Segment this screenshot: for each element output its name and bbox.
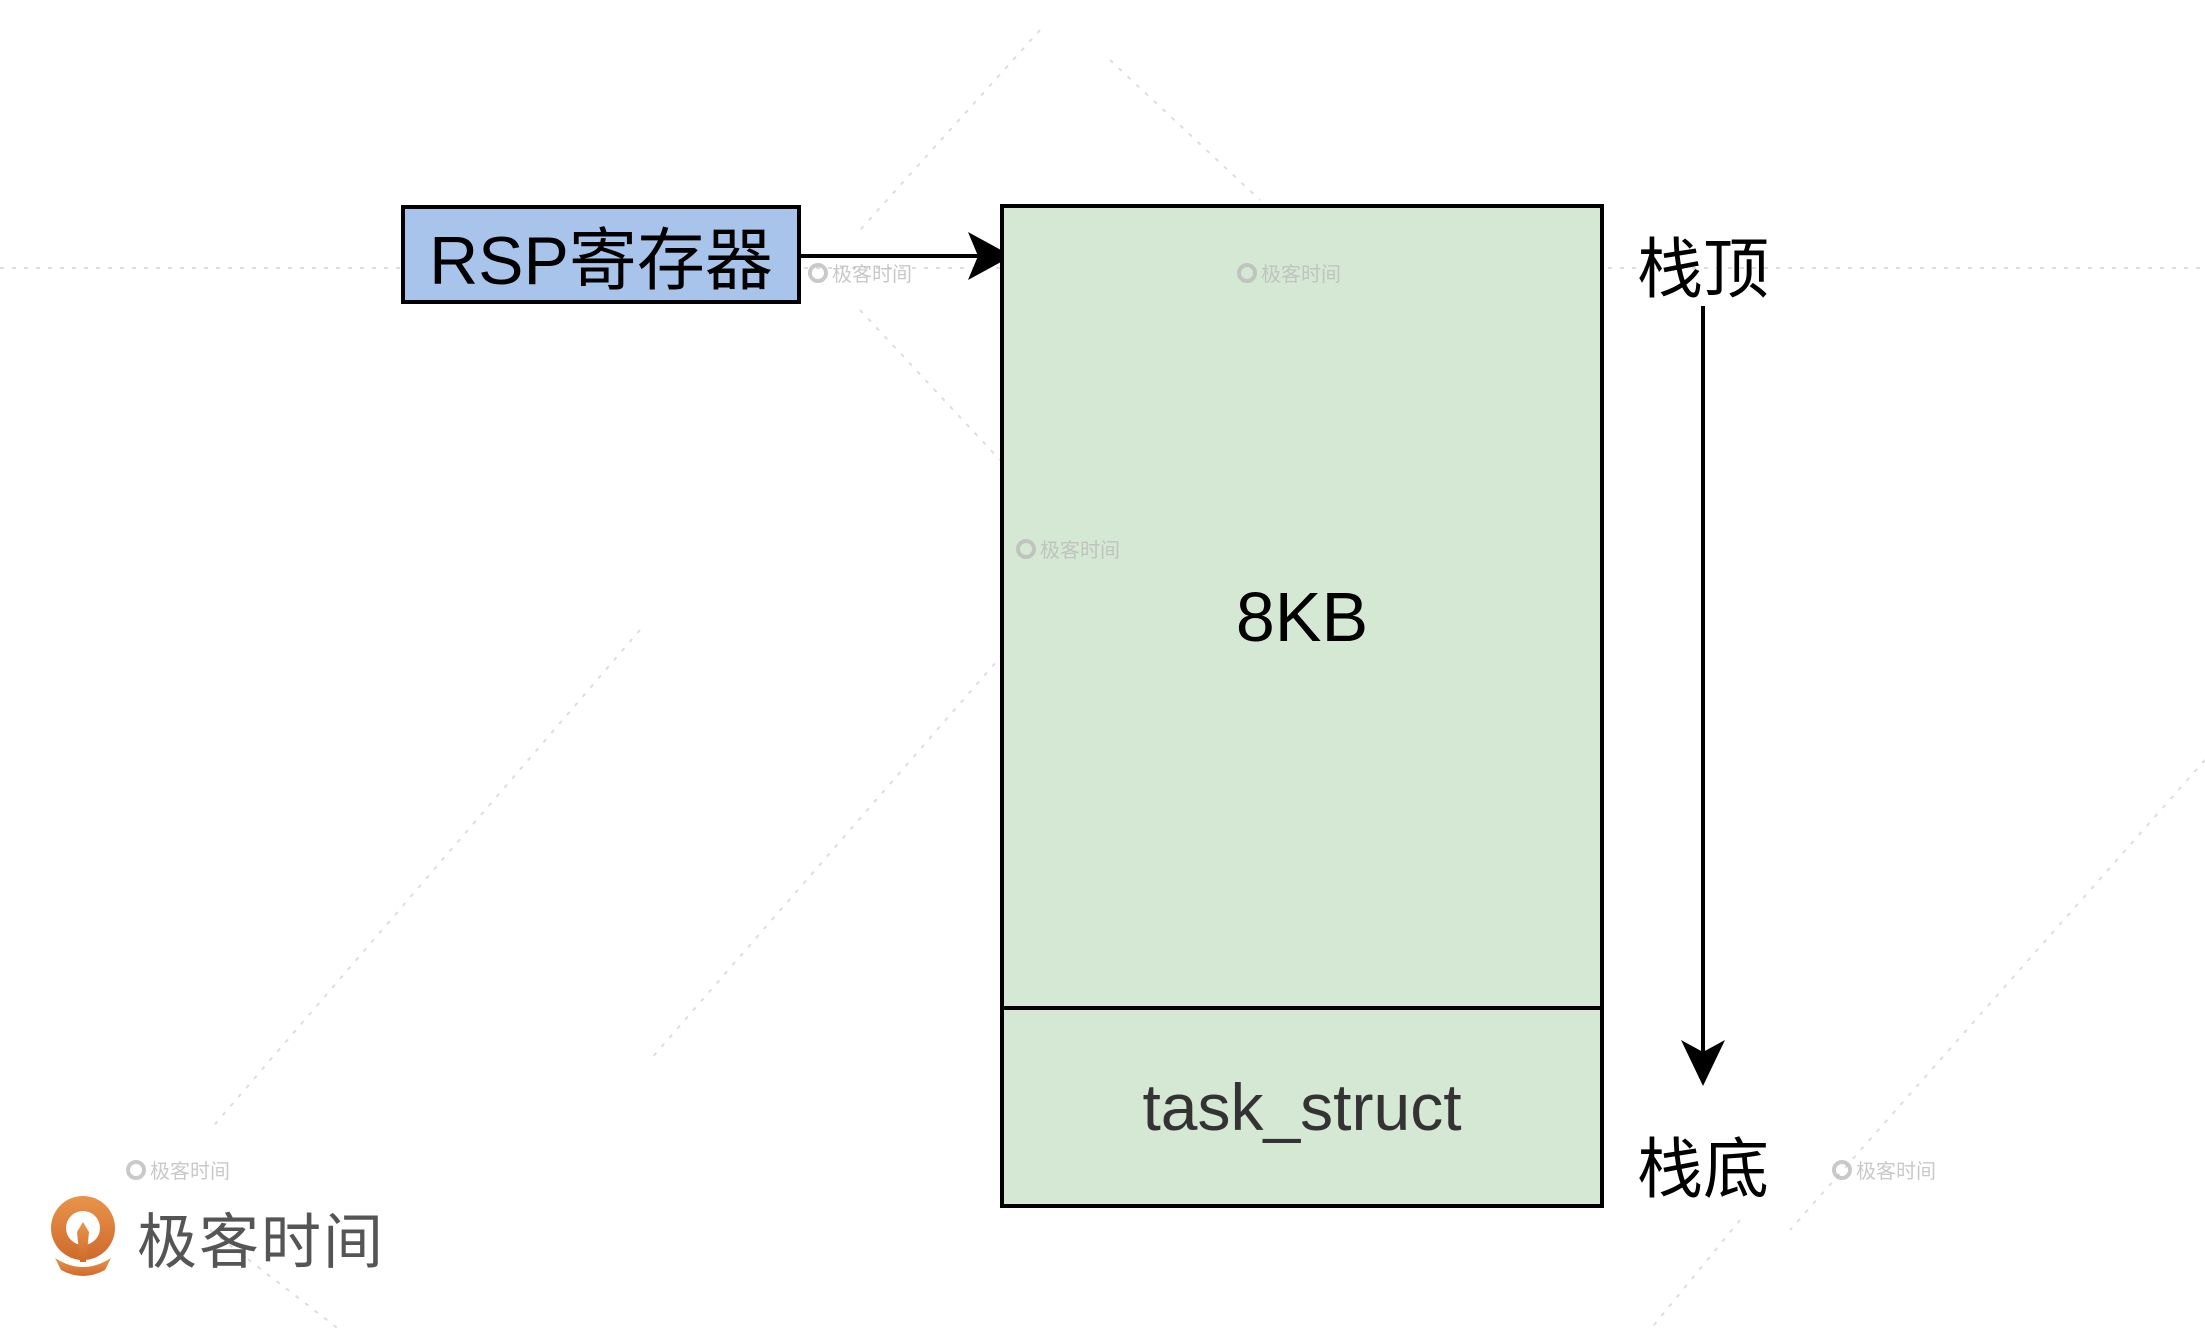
- brand-logo: 极客时间: [45, 1192, 385, 1282]
- task-struct-area: task_struct: [1004, 1010, 1600, 1204]
- stack-size-label: 8KB: [1235, 578, 1369, 656]
- stack-divider: [1004, 1006, 1600, 1010]
- kernel-stack-box: 8KB task_struct: [1000, 204, 1604, 1208]
- stack-top-label: 栈顶: [1637, 231, 1769, 308]
- logo-text: 极客时间: [137, 1207, 385, 1278]
- task-struct-label: task_struct: [1142, 1070, 1462, 1144]
- stack-bottom-label: 栈底: [1637, 1131, 1769, 1208]
- stack-area: 8KB: [1004, 208, 1600, 1006]
- rsp-register-box: RSP寄存器: [401, 205, 801, 304]
- geektime-logo-icon: [51, 1196, 115, 1276]
- rsp-register-label: RSP寄存器: [429, 223, 773, 299]
